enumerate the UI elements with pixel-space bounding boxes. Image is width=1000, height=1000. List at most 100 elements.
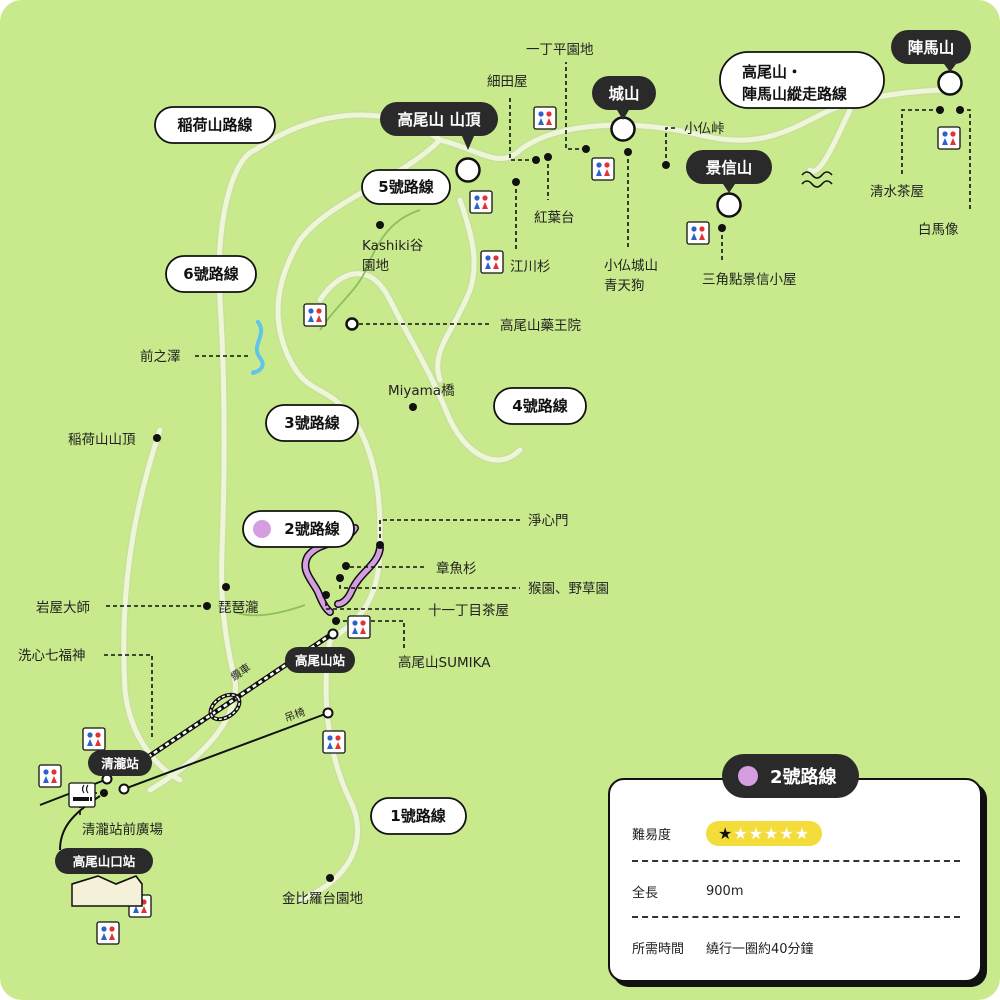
station-kiyotaki[interactable]: 清瀧站: [88, 750, 152, 776]
label-juichome: 十一丁目茶屋: [428, 603, 509, 619]
label-yakuouin: 高尾山藥王院: [500, 317, 581, 334]
svg-text:1號路線: 1號路線: [390, 807, 445, 825]
pill-route-1[interactable]: 1號路線: [370, 797, 467, 835]
pill-inari-route[interactable]: 稲荷山路線: [154, 106, 276, 144]
restroom-icon: [347, 615, 371, 639]
station-takao[interactable]: 高尾山站: [285, 647, 355, 673]
label-senshin: 洗心七福神: [18, 648, 86, 664]
svg-text:高尾山口站: 高尾山口站: [73, 854, 136, 869]
smoking-area-icon: [68, 782, 96, 808]
restroom-icons: [38, 106, 961, 945]
label-egawasugi: 江川杉: [510, 259, 551, 275]
svg-text:6號路線: 6號路線: [183, 265, 238, 283]
svg-text:景信山: 景信山: [706, 158, 753, 177]
time-row: 所需時間 繞行一圈約40分鐘: [632, 932, 960, 962]
pill-route-4[interactable]: 4號路線: [493, 387, 587, 425]
star-filled-icon: ★: [718, 823, 734, 843]
restroom-icon: [303, 303, 327, 327]
restroom-icon: [322, 730, 346, 754]
pill-shiroyama[interactable]: 城山: [592, 76, 656, 120]
svg-text:高尾山・: 高尾山・: [742, 63, 802, 81]
length-value: 900m: [706, 883, 744, 899]
difficulty-row: 難易度 ★★★★★★: [632, 818, 960, 848]
restroom-icon: [686, 221, 710, 245]
pill-route-3[interactable]: 3號路線: [265, 404, 359, 442]
pill-jinba[interactable]: 陣馬山: [891, 30, 971, 72]
star-empty-icon: ★: [764, 823, 780, 843]
station-building-icon: [71, 875, 143, 907]
pill-traverse-route[interactable]: 高尾山・ 陣馬山縱走路線: [719, 51, 885, 109]
label-iwaya: 岩屋大師: [36, 600, 90, 616]
place-labels: 一丁平園地 細田屋 小仏峠 紅葉台 江川杉 小仏城山 青天狗 三角點景信小屋 清…: [18, 42, 959, 907]
divider: [632, 860, 960, 862]
length-label: 全長: [632, 885, 659, 901]
label-miyama: Miyama橋: [388, 383, 455, 399]
difficulty-stars: ★★★★★★: [706, 820, 823, 846]
label-konpira: 金比羅台園地: [282, 891, 363, 907]
label-sankakuten: 三角點景信小屋: [702, 272, 797, 288]
label-sumika: 高尾山SUMIKA: [398, 654, 491, 671]
label-icchodaira: 一丁平園地: [526, 42, 594, 58]
restroom-icon: [38, 764, 62, 788]
route2-color-dot: [738, 766, 758, 786]
divider: [632, 916, 960, 918]
label-monkey-park: 猴園、野草園: [528, 581, 609, 597]
restroom-icon: [533, 106, 557, 130]
svg-text:陣馬山: 陣馬山: [908, 38, 955, 57]
label-shimizu-chaya: 清水茶屋: [870, 184, 924, 200]
pill-kagenobu[interactable]: 景信山: [686, 150, 772, 193]
leader-lines: [79, 62, 971, 818]
restroom-icon: [480, 250, 504, 274]
label-kiyotaki-plaza: 清瀧站前廣場: [82, 821, 163, 838]
restroom-icon: [96, 921, 120, 945]
label-kobotoke-shiroyama-2: 青天狗: [604, 278, 645, 294]
restroom-icon: [82, 727, 106, 751]
time-value: 繞行一圈約40分鐘: [706, 941, 814, 957]
time-label: 所需時間: [632, 941, 685, 957]
pill-route-2[interactable]: 2號路線: [242, 510, 355, 548]
label-hosodaya: 細田屋: [487, 74, 528, 90]
length-row: 全長 900m: [632, 876, 960, 906]
label-kouyoudai: 紅葉台: [534, 210, 575, 226]
label-biwa: 琵琶瀧: [218, 600, 259, 616]
svg-text:稲荷山路線: 稲荷山路線: [177, 116, 252, 134]
svg-text:3號路線: 3號路線: [284, 414, 339, 432]
trail-points: [100, 106, 964, 882]
peak-pills: 高尾山 山頂 城山 景信山 陣馬山: [380, 30, 971, 193]
svg-text:陣馬山縱走路線: 陣馬山縱走路線: [742, 85, 847, 103]
star-empty-icon: ★: [779, 823, 795, 843]
legend-title-pill: 2號路線: [722, 754, 859, 798]
label-kashiki-2: 園地: [362, 258, 389, 274]
pill-route-5[interactable]: 5號路線: [361, 169, 451, 205]
svg-text:5號路線: 5號路線: [378, 178, 433, 196]
peak-markers: [455, 70, 963, 218]
restroom-icon: [469, 190, 493, 214]
difficulty-label: 難易度: [632, 827, 672, 843]
svg-text:4號路線: 4號路線: [512, 397, 567, 415]
route-info-panel: 難易度 ★★★★★★ 全長 900m 所需時間 繞行一圈約40分鐘: [608, 778, 982, 982]
label-kashiki-1: Kashiki谷: [362, 238, 424, 254]
label-takosugi: 章魚杉: [436, 560, 477, 577]
svg-text:高尾山站: 高尾山站: [295, 653, 346, 668]
restroom-icon: [591, 157, 615, 181]
river: [250, 320, 265, 375]
svg-text:2號路線: 2號路線: [284, 520, 339, 538]
station-pills: 高尾山站 清瀧站 高尾山口站: [55, 647, 355, 874]
station-takaosanguchi[interactable]: 高尾山口站: [55, 848, 153, 874]
star-empty-icon: ★: [748, 823, 765, 843]
svg-text:清瀧站: 清瀧站: [101, 756, 139, 771]
label-maenosawa: 前之澤: [140, 348, 181, 365]
label-kobotoke-shiroyama-1: 小仏城山: [604, 258, 658, 274]
label-hakuba: 白馬像: [918, 222, 959, 238]
label-joshinmon: 淨心門: [528, 513, 569, 529]
pass-mark: [801, 171, 833, 188]
legend-title: 2號路線: [770, 767, 837, 788]
pill-takao-summit[interactable]: 高尾山 山頂: [380, 102, 498, 150]
star-empty-icon: ★: [794, 823, 811, 843]
label-kobotoke-pass: 小仏峠: [684, 121, 725, 137]
star-empty-icon: ★: [733, 823, 749, 843]
svg-text:城山: 城山: [608, 85, 639, 103]
pill-route-6[interactable]: 6號路線: [165, 255, 257, 293]
restroom-icon: [937, 126, 961, 150]
